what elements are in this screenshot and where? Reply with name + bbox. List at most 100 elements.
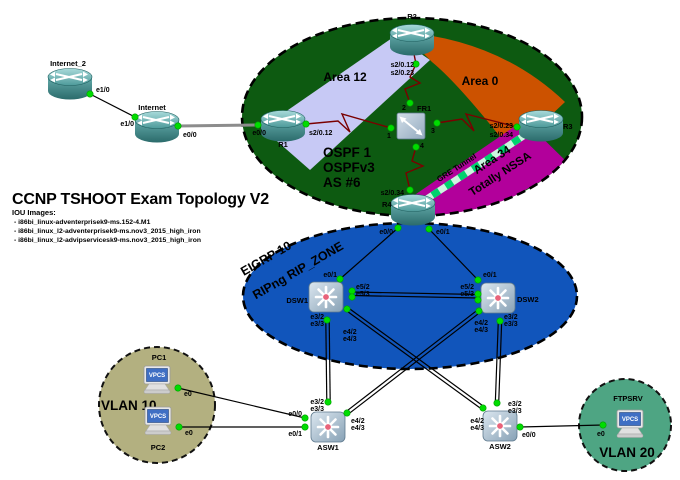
- port-label: e5/2: [460, 284, 474, 291]
- vlan20-label: VLAN 20: [599, 445, 655, 460]
- port-status-dot: [406, 99, 414, 107]
- device-r1[interactable]: [260, 109, 306, 143]
- link-pc1-asw1[interactable]: [177, 387, 306, 419]
- port-label: 3: [431, 128, 435, 135]
- device-asw2[interactable]: [481, 409, 519, 443]
- link-dsw1-asw1[interactable]: [325, 319, 331, 403]
- device-internet2[interactable]: [47, 67, 93, 101]
- device-r3[interactable]: [518, 109, 564, 143]
- port-label: e0/0: [252, 130, 266, 137]
- ospf-label-line1: OSPF 1: [323, 145, 372, 160]
- device-label: ASW1: [317, 443, 339, 452]
- link-dsw2-asw2[interactable]: [494, 320, 503, 404]
- port-status-dot: [348, 293, 356, 301]
- iou-images-heading: IOU Images:: [12, 208, 56, 217]
- device-asw1[interactable]: [309, 410, 347, 444]
- port-status-dot: [348, 287, 356, 295]
- device-label: PC1: [152, 353, 167, 362]
- port-label: s2/0.34: [490, 132, 513, 139]
- port-label: e0: [185, 430, 193, 437]
- port-status-dot: [131, 113, 139, 121]
- switch-icon: [481, 409, 519, 443]
- port-label: s2/0.12: [309, 130, 332, 137]
- port-status-dot: [474, 296, 482, 304]
- port-status-dot: [324, 398, 332, 406]
- vpcs-icon: [143, 365, 171, 394]
- vpcs-icon: [616, 409, 644, 438]
- device-dsw1[interactable]: [307, 280, 345, 314]
- link-r4-dsw1[interactable]: [339, 227, 399, 280]
- vlan10-region: [99, 347, 215, 463]
- vpcs-screen-text: VPCS: [149, 373, 165, 379]
- device-label: R2: [407, 12, 417, 21]
- port-status-dot: [493, 399, 501, 407]
- port-status-dot: [412, 143, 420, 151]
- port-label: e1/0: [96, 87, 110, 94]
- area34-region: [400, 120, 570, 216]
- port-label: e0/0: [183, 132, 197, 139]
- link-serial-r1-fr1[interactable]: [305, 112, 392, 133]
- device-label: ASW2: [489, 442, 511, 451]
- link-serial-r4-fr1[interactable]: [405, 146, 425, 191]
- device-internet[interactable]: [134, 110, 180, 144]
- device-label: Internet: [138, 103, 166, 112]
- port-label: e4/3: [343, 336, 357, 343]
- port-label: e5/3: [460, 291, 474, 298]
- link-asw2-ftpsrv[interactable]: [519, 424, 604, 428]
- device-pc2[interactable]: [144, 406, 172, 435]
- link-internet-r1[interactable]: [177, 123, 259, 128]
- eigrp-zone-border: [241, 221, 579, 371]
- port-status-dot: [86, 90, 94, 98]
- vpcs-screen-text: VPCS: [622, 417, 638, 423]
- ospf-label-line2: OSPFv3: [323, 160, 375, 175]
- port-status-dot: [302, 120, 310, 128]
- device-dsw2[interactable]: [479, 281, 517, 315]
- port-label: e3/3: [508, 408, 522, 415]
- device-fr1[interactable]: [396, 112, 426, 140]
- iou-image-item: - i86bi_linux_l2-advipservicesk9-ms.nov3…: [14, 237, 201, 244]
- port-label: e4/2: [474, 320, 488, 327]
- link-internet2-internet[interactable]: [89, 93, 136, 118]
- port-status-dot: [336, 275, 344, 283]
- device-r2[interactable]: [389, 23, 435, 57]
- port-label: s2/0.12: [391, 62, 414, 69]
- device-label: R4: [382, 200, 392, 209]
- device-pc1[interactable]: [143, 365, 171, 394]
- port-label: 4: [420, 143, 424, 150]
- link-dsw2-asw1[interactable]: [345, 309, 481, 415]
- device-r4[interactable]: [390, 193, 436, 227]
- vpcs-icon: [144, 406, 172, 435]
- frame-relay-switch-icon: [396, 112, 426, 140]
- port-status-dot: [175, 423, 183, 431]
- port-label: e5/2: [356, 284, 370, 291]
- device-ftpsrv[interactable]: [616, 409, 644, 438]
- port-status-dot: [174, 384, 182, 392]
- link-dsw1-dsw2[interactable]: [351, 291, 479, 299]
- port-label: s2/0.23: [391, 70, 414, 77]
- port-label: e4/2: [343, 329, 357, 336]
- port-label: e0/1: [323, 272, 337, 279]
- port-label: e0: [597, 431, 605, 438]
- link-gre-tunnel-r4-r3[interactable]: [417, 130, 530, 207]
- iou-image-list: - i86bi_linux-adventerprisek9-ms.152-4.M…: [14, 219, 201, 244]
- iou-image-item: - i86bi_linux_l2-adventerprisek9-ms.nov3…: [14, 228, 201, 235]
- link-serial-r3-fr1[interactable]: [436, 112, 518, 132]
- router-icon: [518, 109, 564, 143]
- device-label: FTPSRV: [613, 394, 642, 403]
- vpcs-screen-text: VPCS: [150, 414, 166, 420]
- port-label: e3/2: [310, 399, 324, 406]
- link-r4-dsw2[interactable]: [428, 228, 479, 281]
- area0-label: Area 0: [462, 74, 499, 88]
- port-label: s2/0.34: [381, 190, 404, 197]
- device-label: Internet_2: [50, 59, 86, 68]
- port-status-dot: [474, 276, 482, 284]
- router-icon: [47, 67, 93, 101]
- vlan10-label: VLAN 10: [101, 398, 157, 413]
- port-label: e3/3: [310, 406, 324, 413]
- port-status-dot: [516, 423, 524, 431]
- port-label: e4/2: [351, 418, 365, 425]
